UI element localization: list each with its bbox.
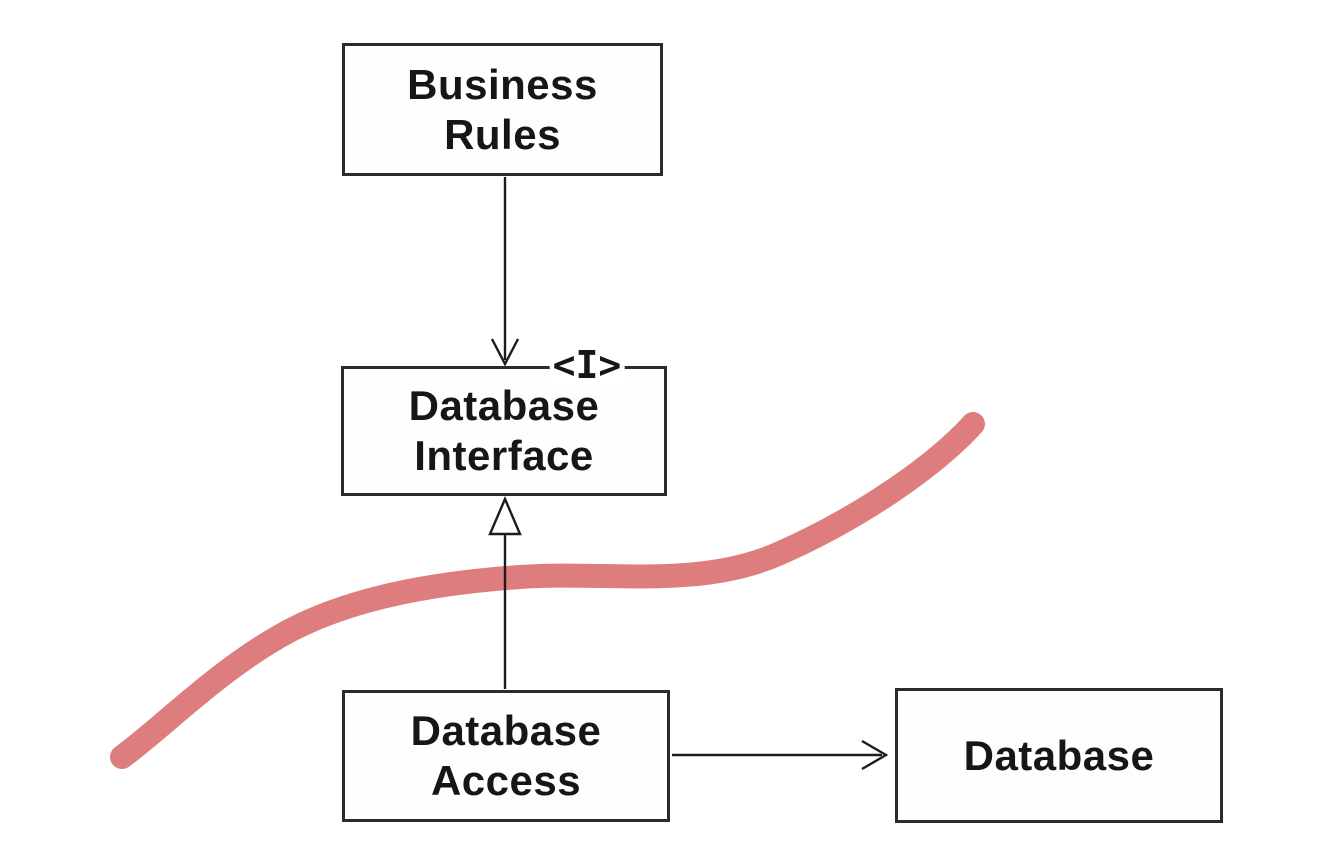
hollow-triangle-arrowhead-icon (488, 495, 522, 536)
node-label: Database (408, 382, 600, 429)
open-arrowhead-down-icon (490, 338, 520, 367)
node-label: Rules (444, 110, 561, 158)
node-label: Interface (414, 432, 594, 479)
node-label: Database (963, 731, 1155, 779)
open-arrowhead-right-icon (861, 739, 889, 771)
interface-stereotype-label: <I> (549, 345, 625, 386)
node-label: Business (407, 60, 598, 108)
node-database-interface: Database Interface (341, 366, 667, 496)
node-business-rules: Business Rules (342, 43, 663, 176)
node-database: Database (895, 688, 1223, 823)
node-label: Access (430, 757, 582, 804)
node-database-access: Database Access (342, 690, 670, 822)
node-label: Database (410, 707, 602, 754)
red-marker-stroke (110, 412, 985, 769)
